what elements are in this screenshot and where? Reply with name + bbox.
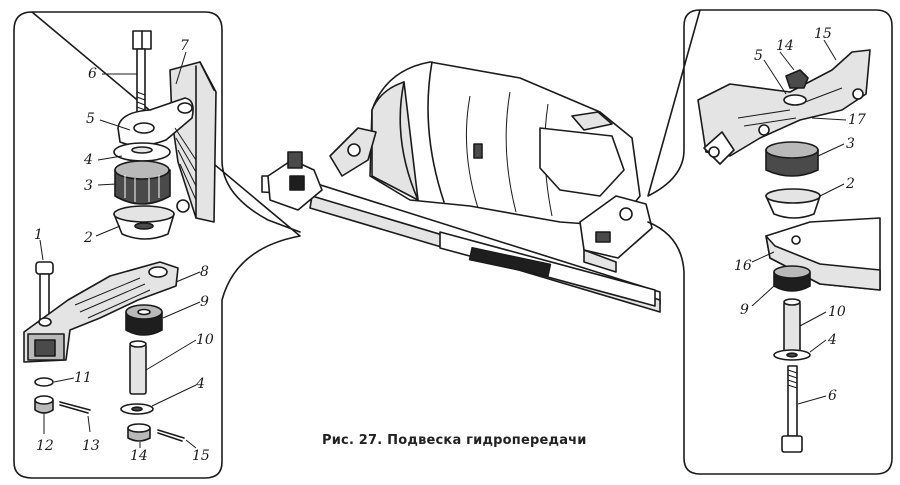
rubber-cushion-9-right: [773, 265, 811, 292]
bolt-6-right: [781, 365, 803, 453]
label-left-12: 12: [36, 438, 54, 454]
castle-nut-14-left: [127, 423, 151, 442]
label-left-6: 6: [88, 66, 97, 82]
label-left-10: 10: [196, 332, 214, 348]
label-left-9: 9: [200, 294, 209, 310]
label-left-4: 4: [83, 152, 93, 168]
sleeve-10-left: [129, 340, 147, 395]
label-right-6: 6: [828, 388, 837, 404]
label-left-13: 13: [82, 438, 100, 454]
label-right-16: 16: [734, 258, 752, 274]
washer-11: [34, 377, 54, 387]
crossmember-arm-8: [23, 261, 179, 363]
front-mount: [267, 127, 377, 211]
central-transmission-assembly: [261, 61, 661, 313]
label-right-10: 10: [828, 304, 846, 320]
upper-bracket-15-17: [697, 49, 871, 165]
bolt-6-left: [132, 30, 152, 120]
left-leaders: [39, 51, 201, 449]
label-right-3: 3: [846, 136, 855, 152]
label-left-8: 8: [200, 264, 209, 280]
label-right-4: 4: [827, 332, 837, 348]
label-right-9: 9: [740, 302, 749, 318]
label-left-5: 5: [86, 111, 95, 127]
bolt-1: [35, 261, 54, 331]
label-left-3: 3: [84, 178, 93, 194]
label-left-1: 1: [34, 227, 43, 243]
sleeve-10-right: [783, 298, 801, 353]
label-left-11: 11: [74, 370, 92, 386]
nut-12: [34, 395, 54, 414]
figure-caption: Рис. 27. Подвеска гидропередачи: [322, 433, 587, 448]
support-cup-2-left: [113, 205, 175, 240]
frame-member-16: [765, 217, 881, 291]
label-left-2: 2: [83, 230, 93, 246]
upper-washer-4: [113, 142, 171, 162]
rubber-cushion-3-left: [114, 160, 171, 205]
label-left-14: 14: [130, 448, 148, 464]
label-right-17: 17: [848, 112, 866, 128]
label-right-5: 5: [754, 48, 763, 64]
label-right-14: 14: [776, 38, 794, 54]
rubber-cushion-3-right: [765, 141, 819, 177]
label-right-15: 15: [814, 26, 832, 42]
lower-washer-4-left: [120, 403, 154, 415]
rear-mount: [579, 195, 653, 273]
rubber-cushion-9-left: [125, 304, 163, 336]
label-left-15: 15: [192, 448, 210, 464]
support-cup-2-right: [765, 188, 821, 219]
cotter-pin-15-left: [157, 429, 185, 442]
right-callout-panel: 14 15 5 17 3 2 16 9 10 4 6: [647, 9, 893, 475]
label-left-4b: 4: [195, 376, 205, 392]
washer-4-right: [773, 349, 811, 361]
label-left-7: 7: [180, 38, 189, 54]
right-leaders: [751, 39, 847, 405]
cotter-pin-13: [59, 401, 91, 414]
bracket-7: [117, 61, 217, 223]
left-callout-panel: 6 7 5 4 3 2 1 8 9 10 11 4 12 13 14 15: [13, 11, 301, 479]
label-right-2: 2: [845, 176, 855, 192]
